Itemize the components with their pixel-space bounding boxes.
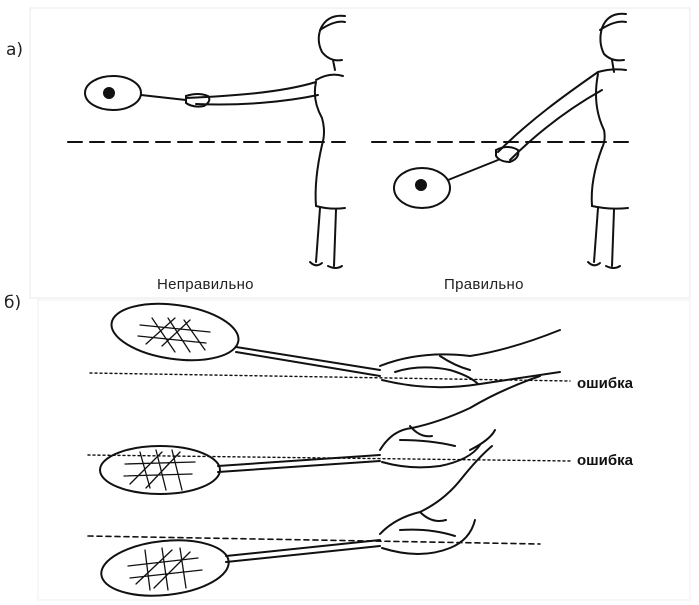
- legs-wrong: [316, 208, 336, 266]
- strings-grip-3: [128, 548, 202, 590]
- part-b-label: б): [4, 293, 21, 313]
- part-a-label: а): [6, 40, 23, 60]
- caption-wrong: Неправильно: [157, 276, 254, 293]
- racket-shaft-right: [448, 160, 498, 180]
- shaft-grip-1: [236, 347, 380, 370]
- hand-grip-2: [380, 376, 540, 467]
- panel-b-frame: [38, 300, 690, 600]
- skirt-wrong: [316, 145, 345, 209]
- torso-right: [596, 69, 626, 148]
- arm-right: [498, 72, 598, 152]
- panel-a-frame: [30, 8, 690, 298]
- error-label-2: ошибка: [577, 452, 633, 469]
- hand-grip-3: [380, 446, 492, 554]
- torso-wrong: [315, 75, 343, 145]
- racket-head-grip-1: [108, 296, 242, 367]
- figure-wrong: [68, 16, 345, 268]
- legs-right: [594, 208, 614, 266]
- grip-2: [88, 376, 570, 494]
- shaft-grip-2: [218, 455, 380, 466]
- shuttle-icon: [104, 88, 114, 98]
- grip-1: [90, 296, 570, 387]
- dotted-line-grip-1: [90, 373, 570, 381]
- grip-3: [88, 446, 540, 602]
- figure-right: [372, 14, 630, 268]
- error-label-1: ошибка: [577, 375, 633, 392]
- caption-right: Правильно: [444, 276, 524, 293]
- shuttle-icon: [416, 180, 426, 190]
- strings-grip-1: [138, 318, 210, 352]
- racket-shaft-wrong: [141, 95, 186, 100]
- dotted-line-grip-2: [88, 455, 570, 461]
- skirt-right: [592, 148, 628, 209]
